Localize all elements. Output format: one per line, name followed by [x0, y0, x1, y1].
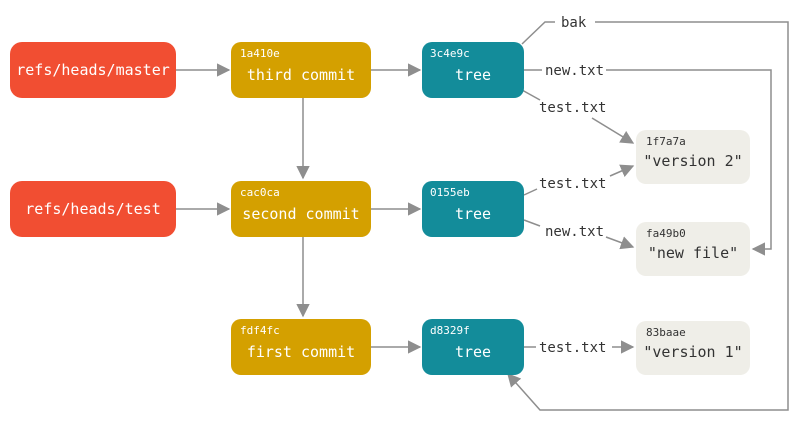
edge-label-t2-test: test.txt	[539, 176, 606, 192]
edge-t2-new-b	[605, 236, 635, 250]
edge-label-t2-new: new.txt	[545, 224, 604, 240]
edge-t2-new-a	[523, 219, 541, 227]
commit-second[interactable]: cac0ca second commit	[231, 181, 371, 237]
tree-d8329f[interactable]: d8329f tree	[422, 319, 524, 375]
ref-test-label: refs/heads/test	[25, 200, 160, 218]
blob-83baae-hash: 83baae	[646, 326, 686, 339]
commit-third[interactable]: 1a410e third commit	[231, 42, 371, 98]
tree-3c4e9c-hash: 3c4e9c	[430, 47, 470, 60]
connectors	[176, 21, 789, 411]
ref-master-label: refs/heads/master	[16, 61, 170, 79]
tree-0155eb-hash: 0155eb	[430, 186, 470, 199]
commit-first-label: first commit	[247, 343, 355, 361]
blob-83baae-label: "version 1"	[643, 343, 742, 361]
edge-bak-loop	[507, 21, 789, 411]
commit-second-label: second commit	[242, 205, 359, 223]
edge-label-t3-new: new.txt	[545, 63, 604, 79]
blob-fa49b0-label: "new file"	[648, 244, 738, 262]
commit-first[interactable]: fdf4fc first commit	[231, 319, 371, 375]
tree-d8329f-hash: d8329f	[430, 324, 470, 337]
commit-third-label: third commit	[247, 66, 355, 84]
edge-t3-test-a	[521, 89, 541, 101]
edge-bak-to-tree	[521, 21, 555, 45]
blob-1f7a7a-label: "version 2"	[643, 152, 742, 170]
ref-test[interactable]: refs/heads/test	[10, 181, 176, 237]
edge-t3-test-b	[591, 117, 635, 144]
blob-1f7a7a[interactable]: 1f7a7a "version 2"	[636, 130, 750, 184]
blob-fa49b0-hash: fa49b0	[646, 227, 686, 240]
commit-second-hash: cac0ca	[240, 186, 280, 199]
edge-t2-test-a	[523, 188, 538, 196]
commit-third-hash: 1a410e	[240, 47, 280, 60]
tree-0155eb[interactable]: 0155eb tree	[422, 181, 524, 237]
edge-t2-test-b	[609, 164, 635, 178]
edge-t3-new-b	[606, 69, 772, 256]
tree-3c4e9c-label: tree	[455, 66, 491, 84]
edge-label-t3-test: test.txt	[539, 100, 606, 116]
edge-label-t1-test: test.txt	[539, 340, 606, 356]
edge-labels: bak new.txt test.txt test.txt new.txt te…	[539, 15, 606, 356]
tree-0155eb-label: tree	[455, 205, 491, 223]
commit-first-hash: fdf4fc	[240, 324, 280, 337]
ref-master[interactable]: refs/heads/master	[10, 42, 176, 98]
edge-label-bak: bak	[561, 15, 587, 31]
blob-83baae[interactable]: 83baae "version 1"	[636, 321, 750, 375]
blob-1f7a7a-hash: 1f7a7a	[646, 135, 686, 148]
tree-3c4e9c[interactable]: 3c4e9c tree	[422, 42, 524, 98]
tree-d8329f-label: tree	[455, 343, 491, 361]
blob-fa49b0[interactable]: fa49b0 "new file"	[636, 222, 750, 276]
